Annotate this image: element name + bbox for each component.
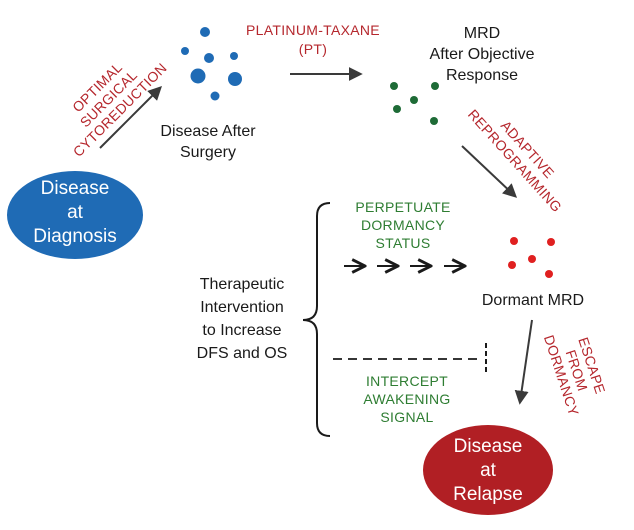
mrd-dots bbox=[390, 82, 439, 125]
diagnosis-label-line1: Disease bbox=[41, 178, 110, 199]
intervention-line1: Therapeutic bbox=[200, 276, 285, 293]
relapse-label-line3: Relapse bbox=[453, 484, 523, 505]
dormant-dots bbox=[508, 237, 555, 278]
dormant-label: Dormant MRD bbox=[482, 292, 584, 309]
intervention-line3: to Increase bbox=[202, 322, 281, 339]
mrd-label-line2: After Objective bbox=[430, 46, 535, 63]
diagnosis-ellipse bbox=[7, 171, 143, 259]
intercept-line2: AWAKENING bbox=[363, 391, 450, 407]
intervention-line4: DFS and OS bbox=[197, 345, 288, 362]
intervention-line2: Intervention bbox=[200, 299, 284, 316]
surgery-arrow bbox=[99, 86, 162, 149]
diagnosis-node: Disease at Diagnosis bbox=[7, 171, 143, 259]
after-surgery-dots bbox=[181, 27, 242, 101]
perpetuate-line3: STATUS bbox=[376, 235, 431, 251]
relapse-label-line2: at bbox=[480, 460, 497, 481]
adaptive-arrow bbox=[461, 145, 518, 198]
dormant-node: Dormant MRD bbox=[482, 237, 584, 309]
perpetuate-line1: PERPETUATE bbox=[355, 199, 450, 215]
intercept-line3: SIGNAL bbox=[380, 409, 433, 425]
diagnosis-label-line2: at bbox=[67, 202, 84, 223]
intercept-line1: INTERCEPT bbox=[366, 373, 448, 389]
intervention-block: Therapeutic Intervention to Increase DFS… bbox=[197, 202, 331, 437]
escape-arrow bbox=[514, 319, 533, 405]
relapse-label-line1: Disease bbox=[454, 436, 523, 457]
mrd-node: MRD After Objective Response bbox=[390, 25, 535, 125]
mrd-label-line1: MRD bbox=[464, 25, 500, 42]
chemo-label-line1: PLATINUM-TAXANE bbox=[246, 22, 380, 38]
after-surgery-label-line1: Disease After bbox=[160, 123, 256, 140]
after-surgery-node: Disease After Surgery bbox=[160, 27, 256, 161]
relapse-node: Disease at Relapse bbox=[423, 425, 553, 515]
adaptive-label: ADAPTIVE REPROGRAMMING bbox=[465, 106, 565, 215]
intervention-brace bbox=[302, 202, 331, 437]
escape-label: ESCAPE FROM DORMANCY bbox=[541, 333, 609, 418]
perpetuate-line2: DORMANCY bbox=[361, 217, 445, 233]
after-surgery-label-line2: Surgery bbox=[180, 144, 236, 161]
surgery-label: OPTIMAL SURGICAL CYTOREDUCTION bbox=[69, 59, 170, 160]
chemo-label-line2: (PT) bbox=[299, 41, 327, 57]
relapse-ellipse bbox=[423, 425, 553, 515]
diagnosis-label-line3: Diagnosis bbox=[33, 226, 116, 247]
mrd-label-line3: Response bbox=[446, 67, 518, 84]
